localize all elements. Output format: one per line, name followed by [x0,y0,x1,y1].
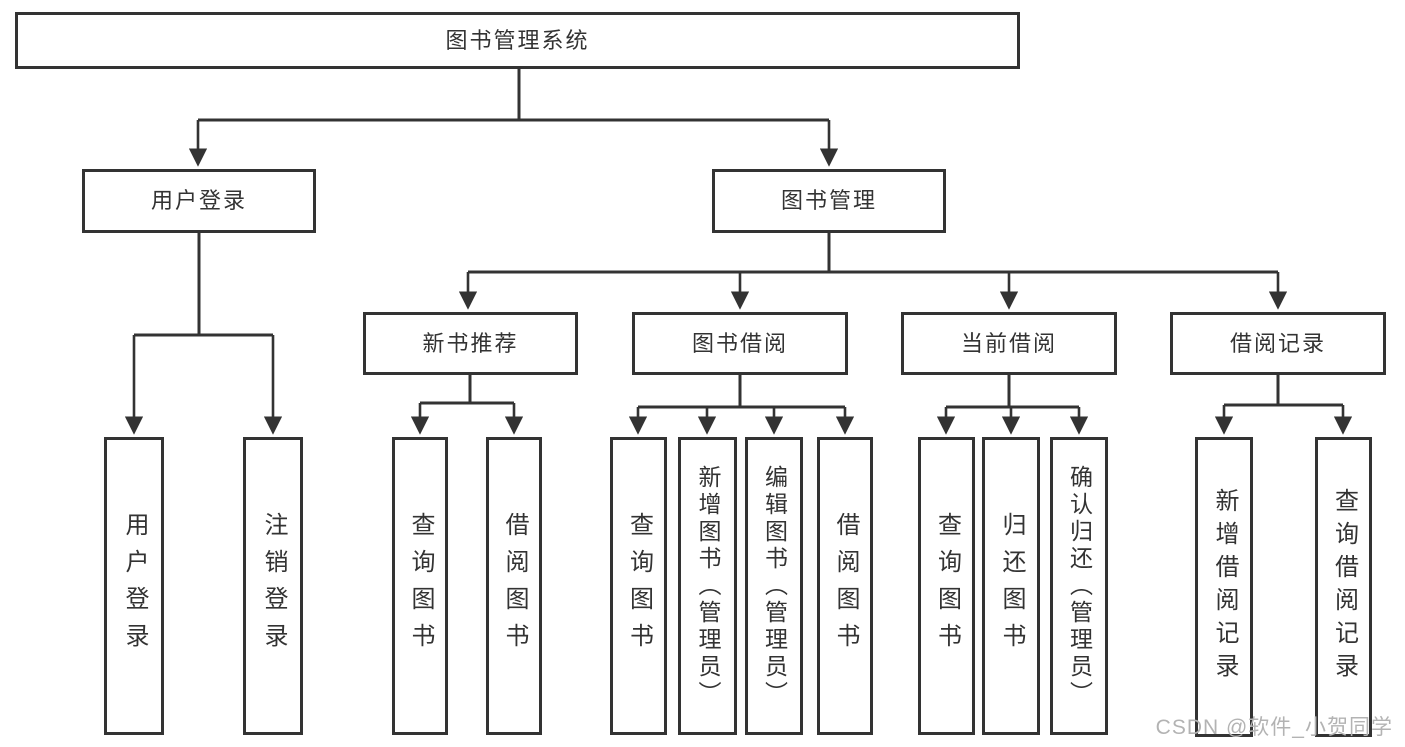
leaf-box-current-query-book: 查询图书 [918,437,975,735]
branch-box-book-management: 图书管理 [712,169,946,233]
leaf-box-recommend-borrow-book: 借阅图书 [486,437,542,735]
leaf-box-recommend-query-book: 查询图书 [392,437,448,735]
root-box-library-management-system: 图书管理系统 [15,12,1020,69]
leaf-box-confirm-return-admin: 确认归还（管理员） [1050,437,1108,735]
leaf-box-user-login: 用户登录 [104,437,164,735]
leaf-box-logout: 注销登录 [243,437,303,735]
leaf-box-add-borrow-record: 新增借阅记录 [1195,437,1253,737]
leaf-box-edit-book-admin: 编辑图书（管理员） [745,437,803,735]
group-box-book-borrow: 图书借阅 [632,312,848,375]
leaf-box-borrow-book: 借阅图书 [817,437,873,735]
connector-skeleton [134,69,1343,409]
group-box-new-book-recommend: 新书推荐 [363,312,578,375]
leaf-box-return-book: 归还图书 [982,437,1040,735]
csdn-watermark: CSDN @软件_小贺同学 [1155,716,1393,739]
leaf-box-borrow-query-book: 查询图书 [610,437,667,735]
group-box-current-borrow: 当前借阅 [901,312,1117,375]
leaf-box-query-borrow-record: 查询借阅记录 [1315,437,1372,737]
group-box-borrow-records: 借阅记录 [1170,312,1386,375]
branch-box-user-login: 用户登录 [82,169,316,233]
leaf-box-add-book-admin: 新增图书（管理员） [678,437,737,735]
